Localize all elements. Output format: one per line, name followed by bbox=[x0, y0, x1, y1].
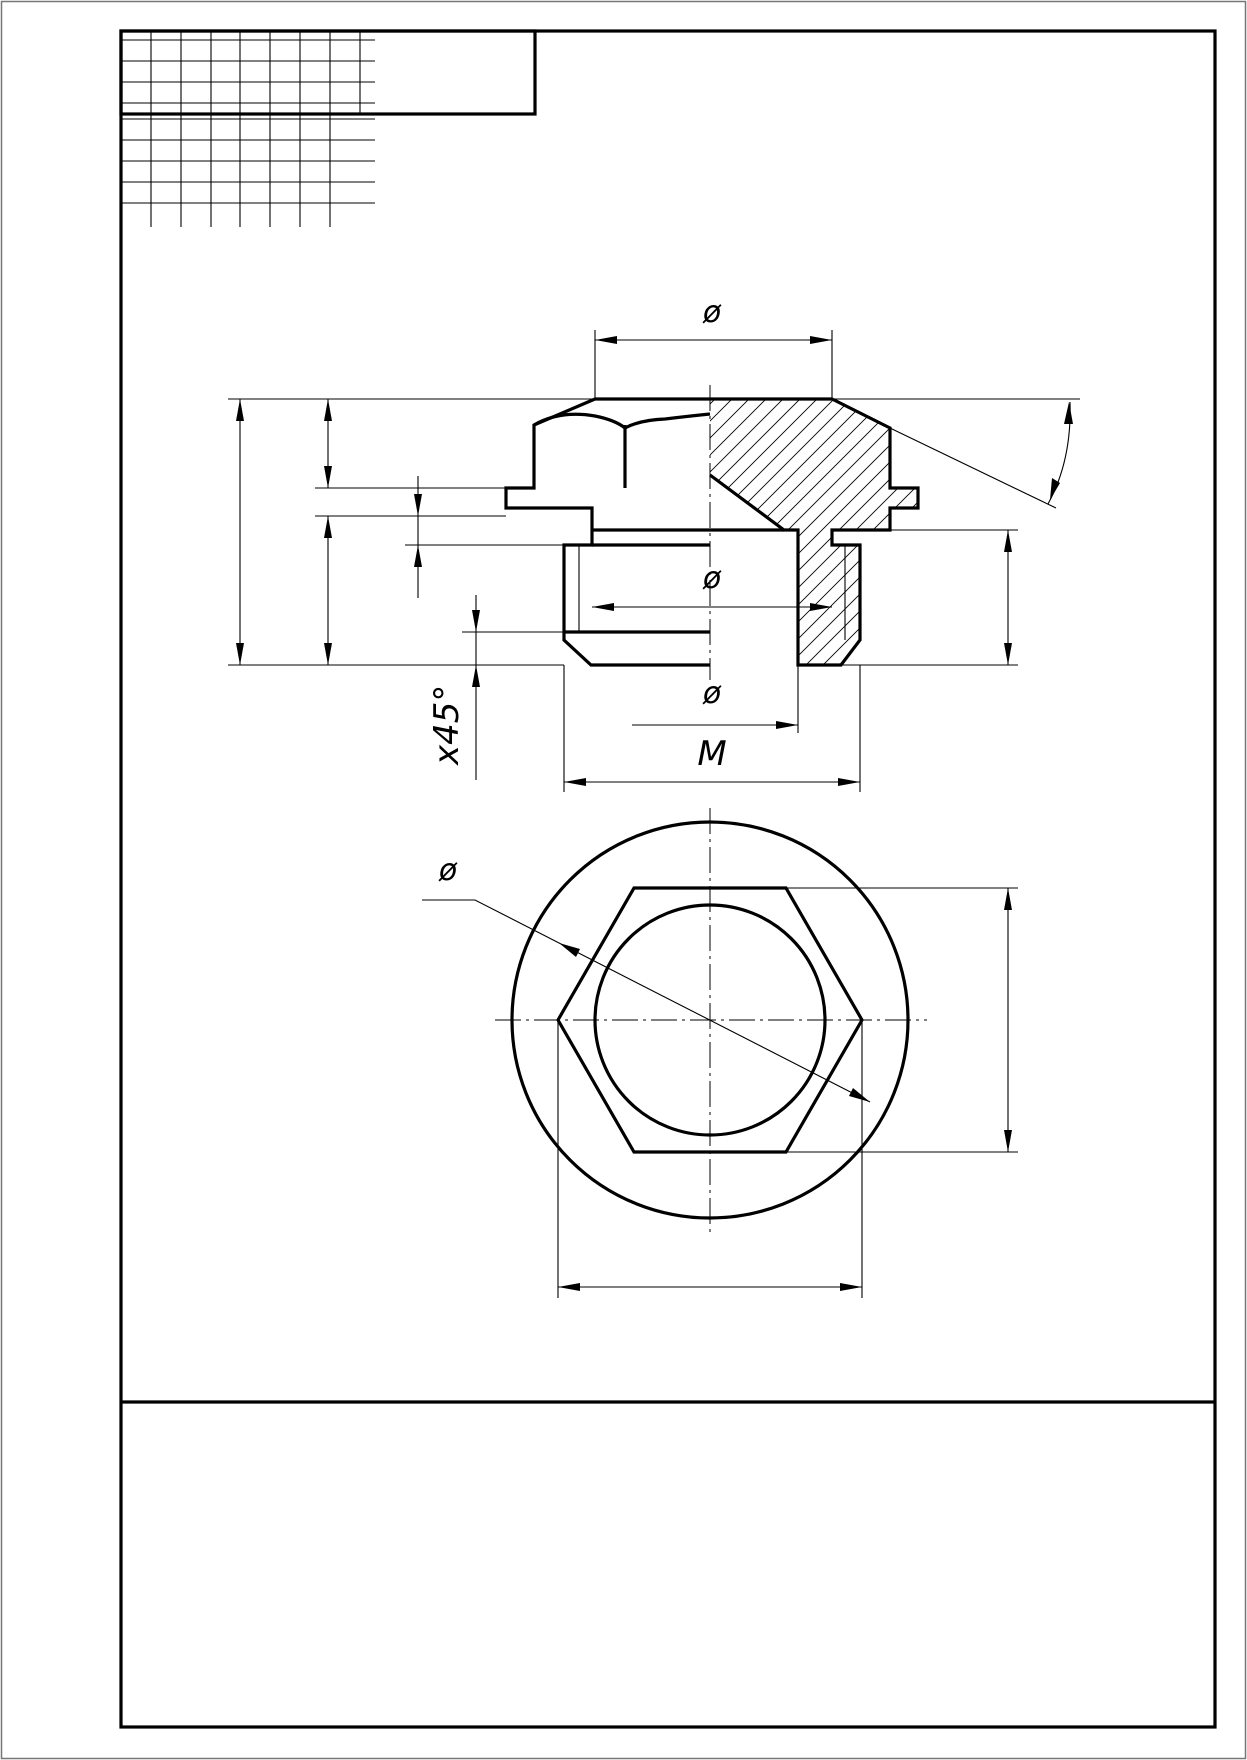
hatch-line bbox=[710, 399, 918, 665]
hatch-line bbox=[710, 399, 918, 665]
circle-diameter-label: ø bbox=[438, 853, 458, 888]
front-dimensions: ø x45° bbox=[228, 295, 1080, 792]
section-hatching bbox=[380, 380, 918, 700]
hatch-line bbox=[380, 380, 700, 700]
hatch-line bbox=[855, 399, 918, 665]
section-outline bbox=[709, 397, 920, 667]
hatch-line bbox=[804, 399, 918, 665]
hatch-line bbox=[710, 399, 735, 665]
top-view-dimensions: ø bbox=[422, 853, 1018, 1298]
chamfer-label: x45° bbox=[427, 685, 467, 766]
hatch-line bbox=[710, 399, 905, 665]
hatch-line bbox=[906, 399, 918, 665]
hatch-line bbox=[821, 399, 918, 665]
frame-border bbox=[119, 29, 1217, 1729]
hatch-line bbox=[710, 399, 803, 665]
front-view bbox=[504, 385, 920, 680]
hatch-line bbox=[889, 399, 918, 665]
hatch-line bbox=[710, 399, 854, 665]
hatch-line bbox=[710, 399, 918, 665]
head-left-outline bbox=[504, 397, 710, 667]
hatch-line bbox=[710, 399, 918, 665]
hatch-line bbox=[770, 399, 918, 665]
hatch-line bbox=[710, 399, 888, 665]
hatch-line bbox=[753, 399, 918, 665]
hatch-line bbox=[710, 399, 786, 665]
hatch-line bbox=[719, 399, 918, 665]
hatch-line bbox=[710, 399, 871, 665]
top-diameter-label: ø bbox=[702, 295, 722, 330]
hatch-line bbox=[710, 399, 918, 665]
bottom-diameter-label: ø bbox=[702, 676, 722, 711]
hatch-line bbox=[710, 399, 769, 665]
dim-leader-circle-diameter bbox=[422, 899, 871, 1103]
thread-label: M bbox=[697, 734, 726, 774]
hatch-line bbox=[710, 399, 918, 665]
grid-table-upper bbox=[119, 29, 537, 116]
hatch-line bbox=[787, 399, 918, 665]
grid-table-lower bbox=[121, 114, 375, 227]
hatch-line bbox=[872, 399, 918, 665]
hex-arc-left bbox=[533, 412, 626, 430]
hatch-line bbox=[710, 399, 718, 665]
hatch-line bbox=[710, 399, 820, 665]
hex-arc-right bbox=[624, 412, 711, 430]
bore-diameter-label: ø bbox=[702, 561, 722, 596]
hatch-line bbox=[710, 399, 837, 665]
